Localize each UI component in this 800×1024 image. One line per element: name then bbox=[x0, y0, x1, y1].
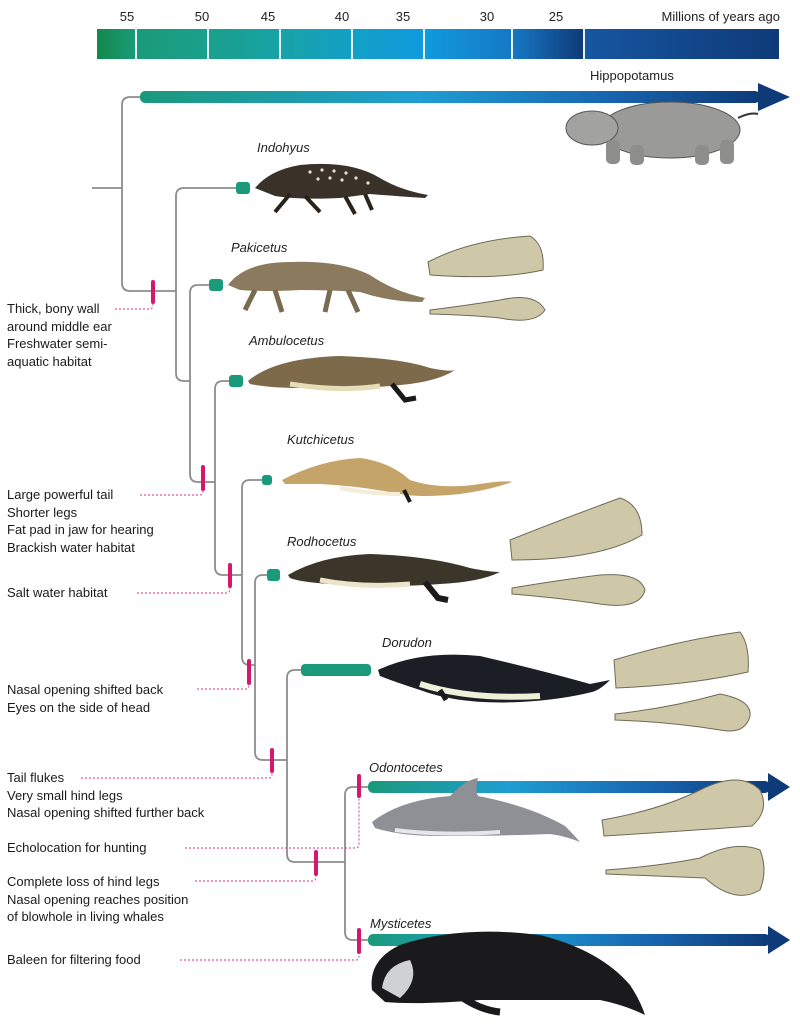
taxon-label-dorudon: Dorudon bbox=[382, 635, 432, 650]
pakicetus-range bbox=[209, 279, 223, 291]
pakicetus-illustration bbox=[228, 261, 425, 314]
kutchicetus-range bbox=[262, 475, 272, 485]
indohyus-illustration bbox=[255, 163, 428, 215]
timescale-tick-label: 30 bbox=[479, 9, 495, 24]
rodhocetus-range bbox=[267, 569, 280, 581]
dorudon-skull-illustration bbox=[613, 631, 751, 732]
trait-line: Brackish water habitat bbox=[7, 539, 135, 555]
trait-line: Large powerful tail bbox=[7, 487, 114, 502]
trait-annotation-node-c: Salt water habitat bbox=[7, 584, 107, 602]
timescale-tick-label: 35 bbox=[395, 9, 411, 24]
timescale-tick-label: 45 bbox=[260, 9, 276, 24]
trait-line: Eyes on the side of head bbox=[7, 699, 151, 715]
hippo-lineage-bar bbox=[140, 91, 760, 103]
trait-line: around middle ear bbox=[7, 318, 112, 334]
timescale-segment bbox=[281, 29, 353, 59]
pakicetus-skull-illustration bbox=[427, 235, 546, 321]
taxon-label-odontocetes: Odontocetes bbox=[369, 760, 443, 775]
timescale-title: Millions of years ago bbox=[661, 9, 781, 24]
trait-line: Fat pad in jaw for hearing bbox=[7, 522, 154, 537]
trait-line: Complete loss of hind legs bbox=[7, 874, 160, 889]
ambulocetus-range bbox=[229, 375, 243, 387]
taxon-label-pakicetus: Pakicetus bbox=[231, 240, 288, 255]
trait-line: Baleen for filtering food bbox=[7, 952, 141, 967]
taxon-label-kutchicetus: Kutchicetus bbox=[287, 432, 355, 447]
trait-line: Nasal opening reaches position bbox=[7, 891, 189, 907]
hippopotamus-illustration bbox=[565, 101, 759, 165]
odontocetes-arrowhead-icon bbox=[768, 773, 790, 801]
taxon-label-rodhocetus: Rodhocetus bbox=[287, 534, 357, 549]
timescale-tick-label: 55 bbox=[119, 9, 135, 24]
synapomorphy-ticks bbox=[151, 280, 361, 954]
kutchicetus-illustration bbox=[282, 458, 512, 503]
odontocete-skull-illustration bbox=[601, 779, 765, 896]
timescale-segment bbox=[513, 29, 585, 59]
rodhocetus-illustration bbox=[288, 554, 500, 603]
trait-line: Thick, bony wall bbox=[7, 301, 100, 316]
taxon-label-hippopotamus: Hippopotamus bbox=[590, 68, 674, 83]
taxon-label-mysticetes: Mysticetes bbox=[370, 916, 432, 931]
timescale-segment bbox=[137, 29, 209, 59]
trait-line: Freshwater semi- bbox=[7, 336, 108, 351]
trait-line: Very small hind legs bbox=[7, 787, 123, 803]
trait-line: Salt water habitat bbox=[7, 585, 108, 600]
hippo-arrowhead-icon bbox=[758, 83, 790, 111]
trait-line: Tail flukes bbox=[7, 770, 65, 785]
timescale-tick-label: 25 bbox=[548, 9, 564, 24]
trait-line: of blowhole in living whales bbox=[7, 909, 164, 924]
dolphin-illustration bbox=[372, 778, 580, 842]
timescale-tick-label: 50 bbox=[194, 9, 210, 24]
timescale-segment bbox=[353, 29, 425, 59]
dorudon-illustration bbox=[378, 654, 610, 703]
leader-lines bbox=[81, 303, 360, 961]
timescale-segment bbox=[425, 29, 513, 59]
indohyus-range bbox=[236, 182, 250, 194]
taxon-label-ambulocetus: Ambulocetus bbox=[249, 333, 325, 348]
trait-line: Nasal opening shifted further back bbox=[7, 805, 205, 820]
trait-line: Shorter legs bbox=[7, 504, 78, 520]
timescale-bar bbox=[97, 29, 779, 59]
timescale-tick-label: 40 bbox=[334, 9, 350, 24]
trait-line: aquatic habitat bbox=[7, 353, 92, 369]
trait-line: Nasal opening shifted back bbox=[7, 682, 164, 697]
trait-annotation-node-h: Baleen for filtering food bbox=[7, 951, 141, 969]
trait-annotation-node-f: Echolocation for hunting bbox=[7, 839, 146, 857]
mysticetes-arrowhead-icon bbox=[768, 926, 790, 954]
trait-line: Echolocation for hunting bbox=[7, 840, 147, 855]
rodhocetus-skull-illustration bbox=[509, 497, 646, 606]
branch-lines bbox=[92, 96, 368, 941]
timescale-segment bbox=[209, 29, 281, 59]
timescale-segment bbox=[97, 29, 137, 59]
timescale-segment bbox=[585, 29, 779, 59]
dorudon-range bbox=[301, 664, 371, 676]
bowhead-whale-illustration bbox=[371, 931, 645, 1016]
ambulocetus-illustration bbox=[248, 356, 455, 403]
taxon-label-indohyus: Indohyus bbox=[257, 140, 310, 155]
